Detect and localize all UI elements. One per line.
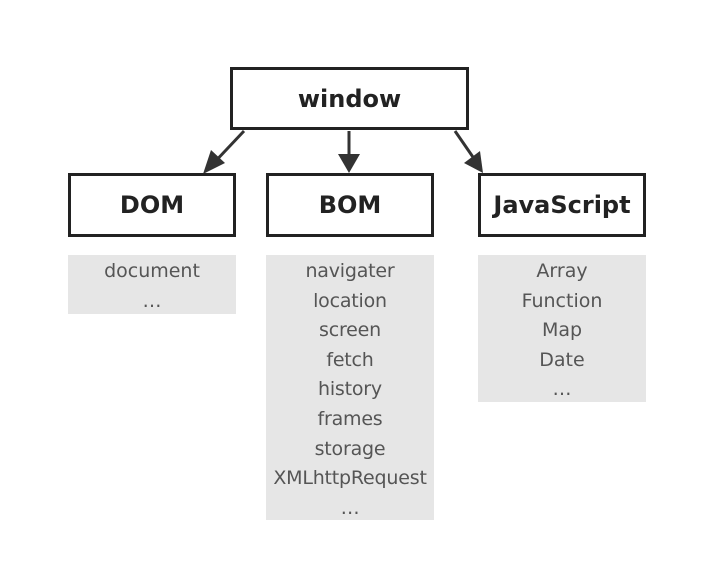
list-item: fetch — [326, 348, 374, 371]
window-node: window — [230, 67, 469, 130]
arrow-head-bom — [338, 154, 360, 173]
javascript-node: JavaScript — [478, 173, 646, 237]
list-item: Array — [536, 260, 588, 282]
dom-node-label: DOM — [119, 191, 185, 219]
list-item: frames — [317, 407, 383, 430]
arrow-head-js — [464, 151, 483, 173]
list-item: XMLhttpRequest — [273, 467, 427, 490]
bom-node-label: BOM — [318, 191, 382, 219]
javascript-node-label: JavaScript — [493, 191, 631, 219]
list-item: storage — [314, 437, 386, 460]
list-item: … — [142, 289, 162, 312]
list-item: Map — [541, 319, 583, 342]
arrow-head-dom — [203, 150, 225, 174]
list-item: … — [340, 496, 360, 519]
list-item: history — [318, 378, 382, 401]
list-item: screen — [319, 319, 381, 342]
list-item: location — [313, 289, 387, 312]
bom-members-list: navigater location screen fetch history … — [266, 255, 434, 520]
dom-members-list: document … — [68, 255, 236, 314]
list-item: … — [552, 378, 572, 401]
bom-node: BOM — [266, 173, 434, 237]
list-item: navigater — [305, 260, 395, 282]
dom-node: DOM — [68, 173, 236, 237]
list-item: document — [104, 260, 200, 282]
list-item: Function — [521, 289, 603, 312]
arrow-to-js — [453, 130, 477, 161]
list-item: Date — [539, 348, 585, 371]
window-node-label: window — [297, 84, 402, 113]
javascript-members-list: Array Function Map Date … — [478, 255, 646, 402]
